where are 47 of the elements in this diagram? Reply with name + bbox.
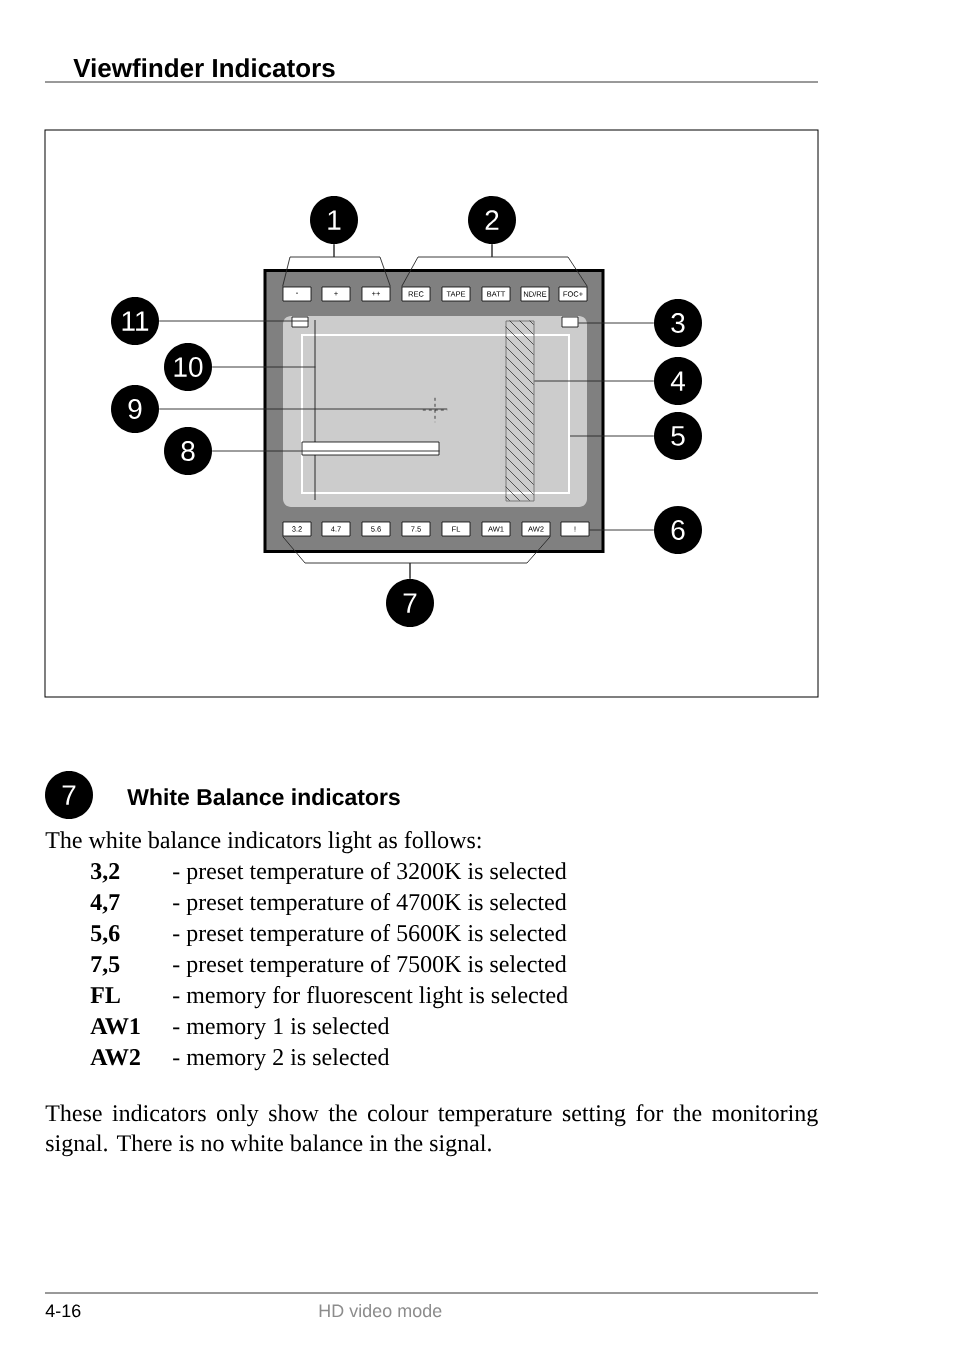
leader-line xyxy=(577,322,655,324)
page-number: 4-16 xyxy=(45,1304,81,1318)
callout-number: 9 xyxy=(111,385,159,433)
section-heading: White Balance indicators xyxy=(127,788,400,806)
table-key: 3,2 xyxy=(91,863,120,883)
leader-line xyxy=(588,529,655,531)
leader-line xyxy=(333,243,391,288)
leader-line xyxy=(409,535,551,580)
footer-text: HD video mode xyxy=(319,1303,442,1318)
page-title: Viewfinder Indicators xyxy=(73,58,335,78)
table-key: AW2 xyxy=(90,1049,140,1066)
body-text: The white balance indicators light as follows: xyxy=(45,831,481,854)
body-paragraph: These indicators only show the colour temperature setting for the monitoring signal. There is no white balance in the signal. xyxy=(45,1104,818,1157)
table-key: 4,7 xyxy=(90,894,120,914)
leader-line xyxy=(569,435,655,437)
table-description: - preset temperature of 3200K is selected xyxy=(173,862,567,885)
table-description: - memory for fluorescent light is selected xyxy=(173,986,568,1009)
frame-marker xyxy=(301,334,570,494)
table-key: 5,6 xyxy=(91,925,120,945)
callout-number: 3 xyxy=(654,299,702,347)
table-key: FL xyxy=(90,987,120,1003)
indicator-box xyxy=(561,316,579,328)
table-description: - preset temperature of 4700K is selected xyxy=(173,893,567,916)
indicator-box xyxy=(291,316,309,328)
leader-line xyxy=(158,320,309,322)
leader-line xyxy=(211,366,316,368)
callout-number: 4 xyxy=(654,357,702,405)
table-description: - preset temperature of 7500K is selected xyxy=(173,955,567,978)
dashed-line xyxy=(314,319,316,501)
table-key: 7,5 xyxy=(91,956,120,976)
callout-number: 7 xyxy=(386,579,434,627)
leader-line xyxy=(158,408,448,410)
callout-number: 2 xyxy=(468,196,516,244)
hatched-bar xyxy=(505,320,535,502)
callout-number: 8 xyxy=(164,427,212,475)
callout-number: 10 xyxy=(164,343,212,391)
callout-number: 5 xyxy=(654,412,702,460)
leader-line xyxy=(211,450,440,452)
callout-number: 11 xyxy=(111,297,159,345)
callout-number: 7 xyxy=(45,771,93,819)
table-description: - preset temperature of 5600K is selected xyxy=(173,924,567,947)
callout-number: 1 xyxy=(310,196,358,244)
leader-line xyxy=(533,380,655,382)
table-key: AW1 xyxy=(90,1018,140,1035)
callout-number: 6 xyxy=(654,506,702,554)
table-description: - memory 2 is selected xyxy=(173,1048,390,1071)
table-description: - memory 1 is selected xyxy=(173,1017,390,1040)
